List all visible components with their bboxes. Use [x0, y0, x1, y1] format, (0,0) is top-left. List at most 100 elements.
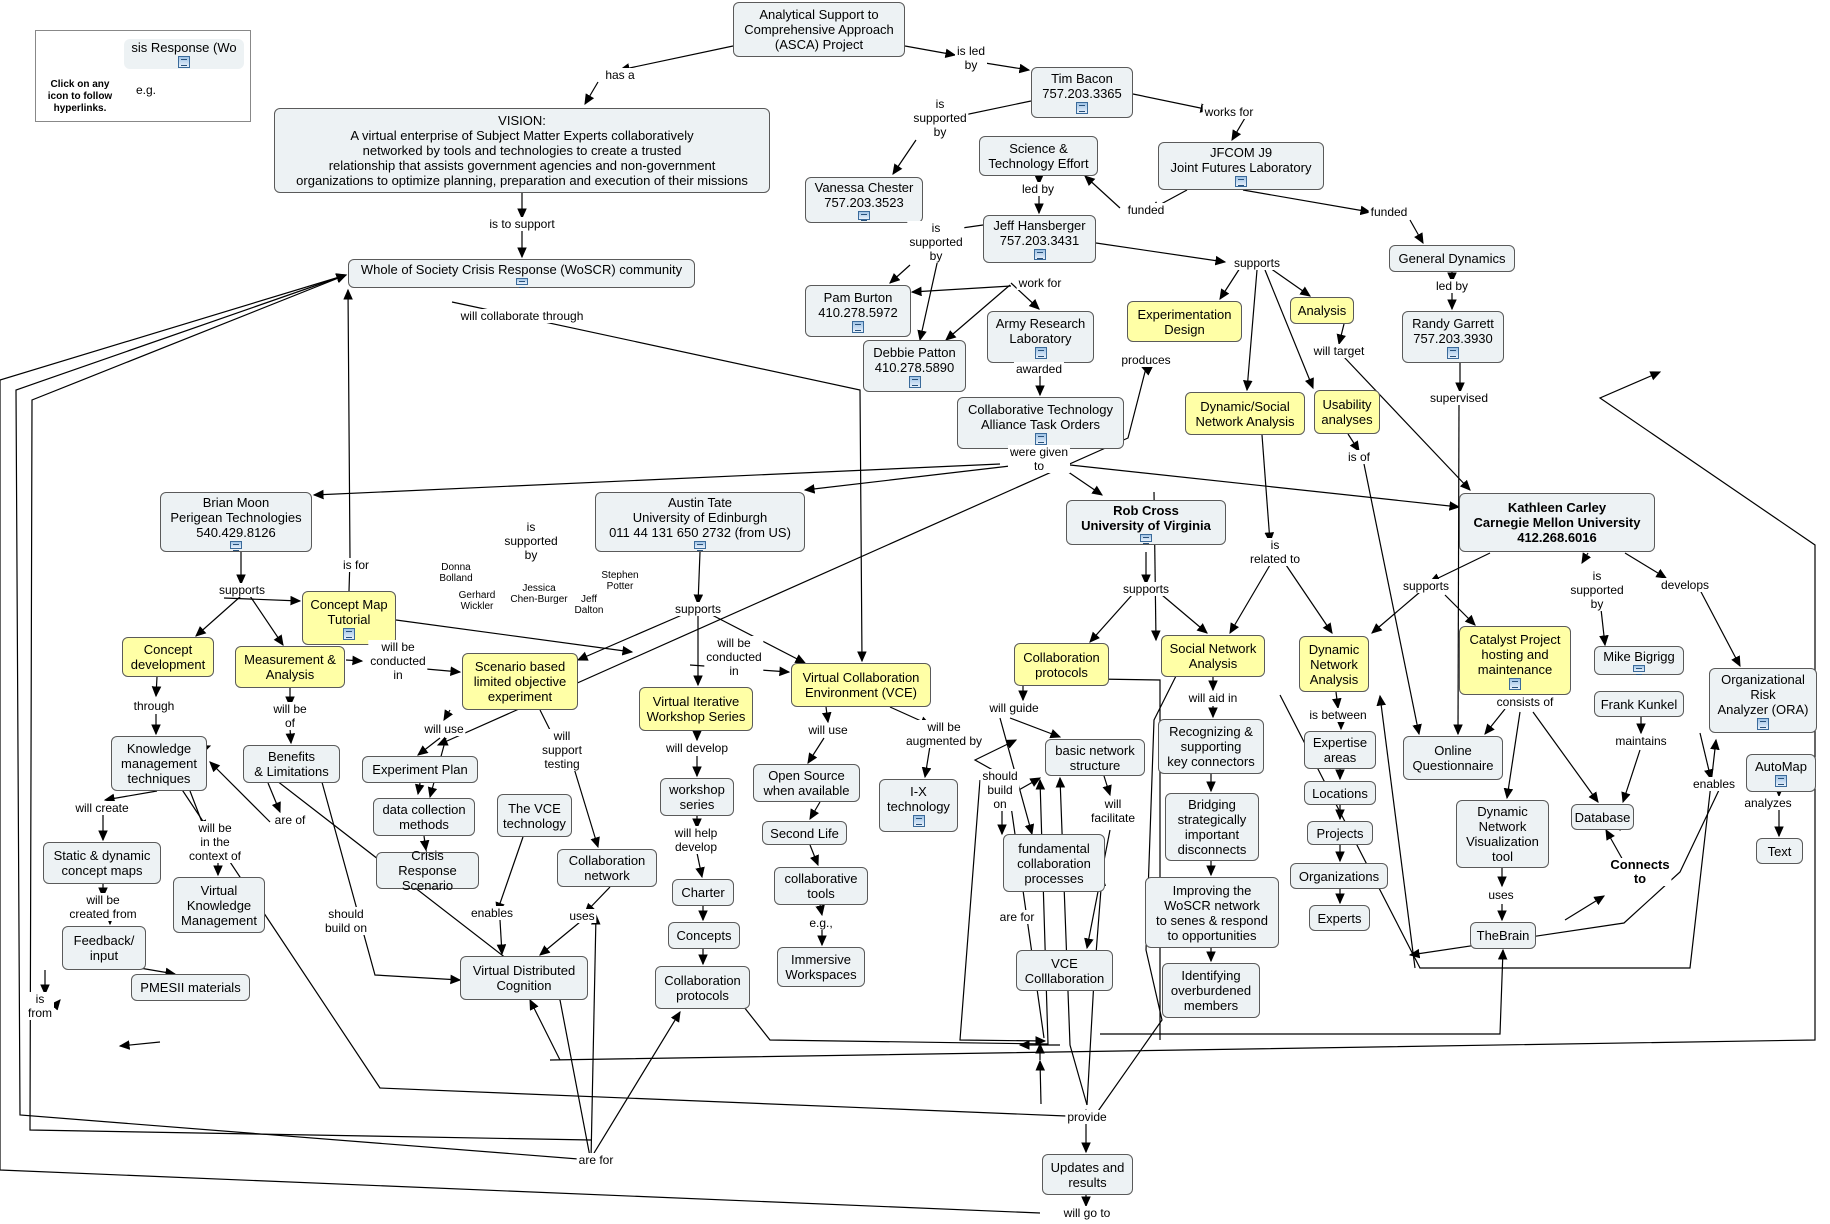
concept-node-cmt[interactable]: Concept Map Tutorial	[302, 591, 396, 645]
concept-node-ix[interactable]: I-X technology	[879, 779, 958, 832]
concept-node-updates[interactable]: Updates and results	[1042, 1154, 1133, 1195]
concept-node-onlineq[interactable]: Online Questionnaire	[1403, 736, 1503, 780]
concept-node-experts[interactable]: Experts	[1309, 905, 1370, 931]
hyperlink-icon[interactable]	[1235, 176, 1247, 187]
concept-node-expplan[interactable]: Experiment Plan	[362, 756, 478, 783]
concept-node-automap[interactable]: AutoMap	[1746, 754, 1816, 792]
concept-node-feedback[interactable]: Feedback/ input	[62, 926, 146, 970]
concept-node-frank[interactable]: Frank Kunkel	[1594, 691, 1684, 717]
hyperlink-icon[interactable]	[912, 815, 925, 827]
concept-node-pmesii[interactable]: PMESII materials	[131, 974, 250, 1001]
concept-node-woscr[interactable]: Whole of Society Crisis Response (WoSCR)…	[348, 259, 695, 288]
concept-node-benefits[interactable]: Benefits & Limitations	[243, 745, 340, 783]
concept-node-ora[interactable]: Organizational Risk Analyzer (ORA)	[1709, 668, 1817, 733]
concept-node-jeff[interactable]: Jeff Hansberger 757.203.3431	[983, 215, 1096, 263]
hyperlink-icon[interactable]	[1033, 249, 1046, 260]
concept-node-conceptdev[interactable]: Concept development	[122, 637, 214, 677]
concept-node-text[interactable]: Text	[1756, 838, 1803, 864]
concept-node-identifying[interactable]: Identifying overburdened members	[1162, 963, 1260, 1018]
concept-node-collabprot2[interactable]: Collaboration protocols	[655, 966, 750, 1009]
link-phrase: will target	[1311, 344, 1367, 358]
concept-node-pam[interactable]: Pam Burton 410.278.5972	[805, 285, 911, 337]
concept-node-collabtools[interactable]: collaborative tools	[774, 867, 868, 905]
concept-node-vcecollab[interactable]: VCE Colllaboration	[1016, 950, 1113, 991]
hyperlink-icon[interactable]	[178, 56, 190, 68]
concept-node-brian[interactable]: Brian Moon Perigean Technologies 540.429…	[160, 492, 312, 552]
concept-node-rob[interactable]: Rob Cross University of Virginia	[1066, 500, 1226, 545]
concept-node-measure[interactable]: Measurement & Analysis	[235, 646, 345, 688]
concept-node-recognizing[interactable]: Recognizing & supporting key connectors	[1158, 719, 1264, 774]
concept-node-expertise[interactable]: Expertise areas	[1304, 731, 1376, 769]
concept-node-fundamental[interactable]: fundamental collaboration processes	[1003, 834, 1105, 892]
concept-node-database[interactable]: Database	[1571, 804, 1634, 830]
concept-node-gd[interactable]: General Dynamics	[1389, 245, 1515, 272]
concept-node-jfcom[interactable]: JFCOM J9 Joint Futures Laboratory	[1158, 142, 1324, 190]
hyperlink-icon[interactable]	[852, 320, 864, 333]
concept-node-concepts[interactable]: Concepts	[668, 922, 740, 949]
connector-line	[0, 273, 1041, 1214]
concept-node-vanessa[interactable]: Vanessa Chester 757.203.3523	[805, 177, 923, 223]
concept-node-collabnet[interactable]: Collaboration network	[557, 849, 657, 887]
concept-node-kathleen[interactable]: Kathleen Carley Carnegie Mellon Universi…	[1459, 493, 1655, 552]
concept-node-debbie[interactable]: Debbie Patton 410.278.5890	[863, 340, 966, 392]
concept-node-immersive[interactable]: Immersive Workspaces	[777, 947, 865, 987]
legend-example-node[interactable]: sis Response (Wo	[124, 39, 244, 69]
link-phrase: is supported by	[1568, 569, 1626, 611]
hyperlink-icon[interactable]	[1034, 432, 1047, 445]
concept-node-vce[interactable]: Virtual Collaboration Environment (VCE)	[791, 663, 931, 707]
concept-node-analysis[interactable]: Analysis	[1290, 297, 1354, 324]
hyperlink-icon[interactable]	[1076, 102, 1088, 114]
hyperlink-icon[interactable]	[908, 375, 921, 388]
concept-node-vkm[interactable]: Virtual Knowledge Management	[173, 877, 265, 933]
hyperlink-icon[interactable]	[1140, 534, 1152, 544]
concept-node-viws[interactable]: Virtual Iterative Workshop Series	[639, 687, 753, 731]
concept-node-dnvt[interactable]: Dynamic Network Visualization tool	[1456, 800, 1549, 868]
concept-node-secondlife[interactable]: Second Life	[762, 821, 847, 845]
concept-node-charter[interactable]: Charter	[672, 879, 734, 906]
hyperlink-icon[interactable]	[1447, 346, 1459, 359]
concept-node-basicnet[interactable]: basic network structure	[1045, 739, 1145, 776]
concept-node-austin[interactable]: Austin Tate University of Edinburgh 011 …	[595, 492, 805, 552]
concept-node-vision[interactable]: VISION: A virtual enterprise of Subject …	[274, 108, 770, 193]
concept-node-dna[interactable]: Dynamic Network Analysis	[1299, 636, 1369, 692]
concept-node-crisis[interactable]: Crisis Response Scenario	[376, 848, 479, 893]
concept-node-expdesign[interactable]: Experimentation Design	[1127, 301, 1242, 342]
concept-node-projects[interactable]: Projects	[1307, 821, 1373, 845]
concept-node-tim[interactable]: Tim Bacon 757.203.3365	[1031, 67, 1133, 118]
concept-node-vdc[interactable]: Virtual Distributed Cognition	[460, 956, 588, 1000]
concept-node-dsna[interactable]: Dynamic/Social Network Analysis	[1185, 392, 1305, 435]
concept-node-arl[interactable]: Army Research Laboratory	[987, 311, 1094, 363]
hyperlink-icon[interactable]	[1633, 665, 1645, 675]
concept-node-collabprot1[interactable]: Collaboration protocols	[1014, 643, 1109, 686]
concept-node-workshop[interactable]: workshop series	[660, 778, 734, 816]
concept-node-opensource[interactable]: Open Source when available	[753, 764, 860, 802]
hyperlink-icon[interactable]	[230, 541, 242, 551]
concept-node-asca[interactable]: Analytical Support to Comprehensive Appr…	[733, 2, 905, 57]
hyperlink-icon[interactable]	[858, 211, 870, 221]
connector-line	[1564, 895, 1606, 921]
concept-node-vcetech[interactable]: The VCE technology	[497, 794, 572, 837]
hyperlink-icon[interactable]	[1509, 677, 1521, 690]
concept-node-ste[interactable]: Science & Technology Effort	[979, 136, 1098, 176]
concept-node-usability[interactable]: Usability analyses	[1314, 390, 1380, 434]
concept-node-locations[interactable]: Locations	[1304, 781, 1376, 805]
hyperlink-icon[interactable]	[515, 278, 528, 288]
concept-node-cta[interactable]: Collaborative Technology Alliance Task O…	[957, 397, 1124, 449]
hyperlink-icon[interactable]	[1775, 775, 1787, 787]
concept-node-improving[interactable]: Improving the WoSCR network to senes & r…	[1145, 877, 1279, 948]
concept-node-thebrain[interactable]: TheBrain	[1470, 922, 1536, 949]
concept-node-scenario[interactable]: Scenario based limited objective experim…	[462, 653, 578, 710]
concept-node-sna[interactable]: Social Network Analysis	[1161, 635, 1265, 677]
concept-node-randy[interactable]: Randy Garrett 757.203.3930	[1402, 311, 1504, 363]
hyperlink-icon[interactable]	[1034, 346, 1047, 359]
concept-node-static[interactable]: Static & dynamic concept maps	[43, 842, 161, 884]
hyperlink-icon[interactable]	[694, 541, 706, 551]
concept-node-mike[interactable]: Mike Bigrigg	[1594, 646, 1684, 675]
hyperlink-icon[interactable]	[1757, 717, 1769, 730]
concept-node-kmt[interactable]: Knowledge management techniques	[111, 736, 207, 791]
concept-node-datacoll[interactable]: data collection methods	[373, 798, 475, 836]
concept-node-catalyst[interactable]: Catalyst Project hosting and maintenance	[1459, 626, 1571, 695]
concept-node-organizations[interactable]: Organizations	[1290, 863, 1388, 889]
concept-node-bridging[interactable]: Bridging strategically important disconn…	[1165, 793, 1259, 861]
hyperlink-icon[interactable]	[343, 627, 355, 640]
